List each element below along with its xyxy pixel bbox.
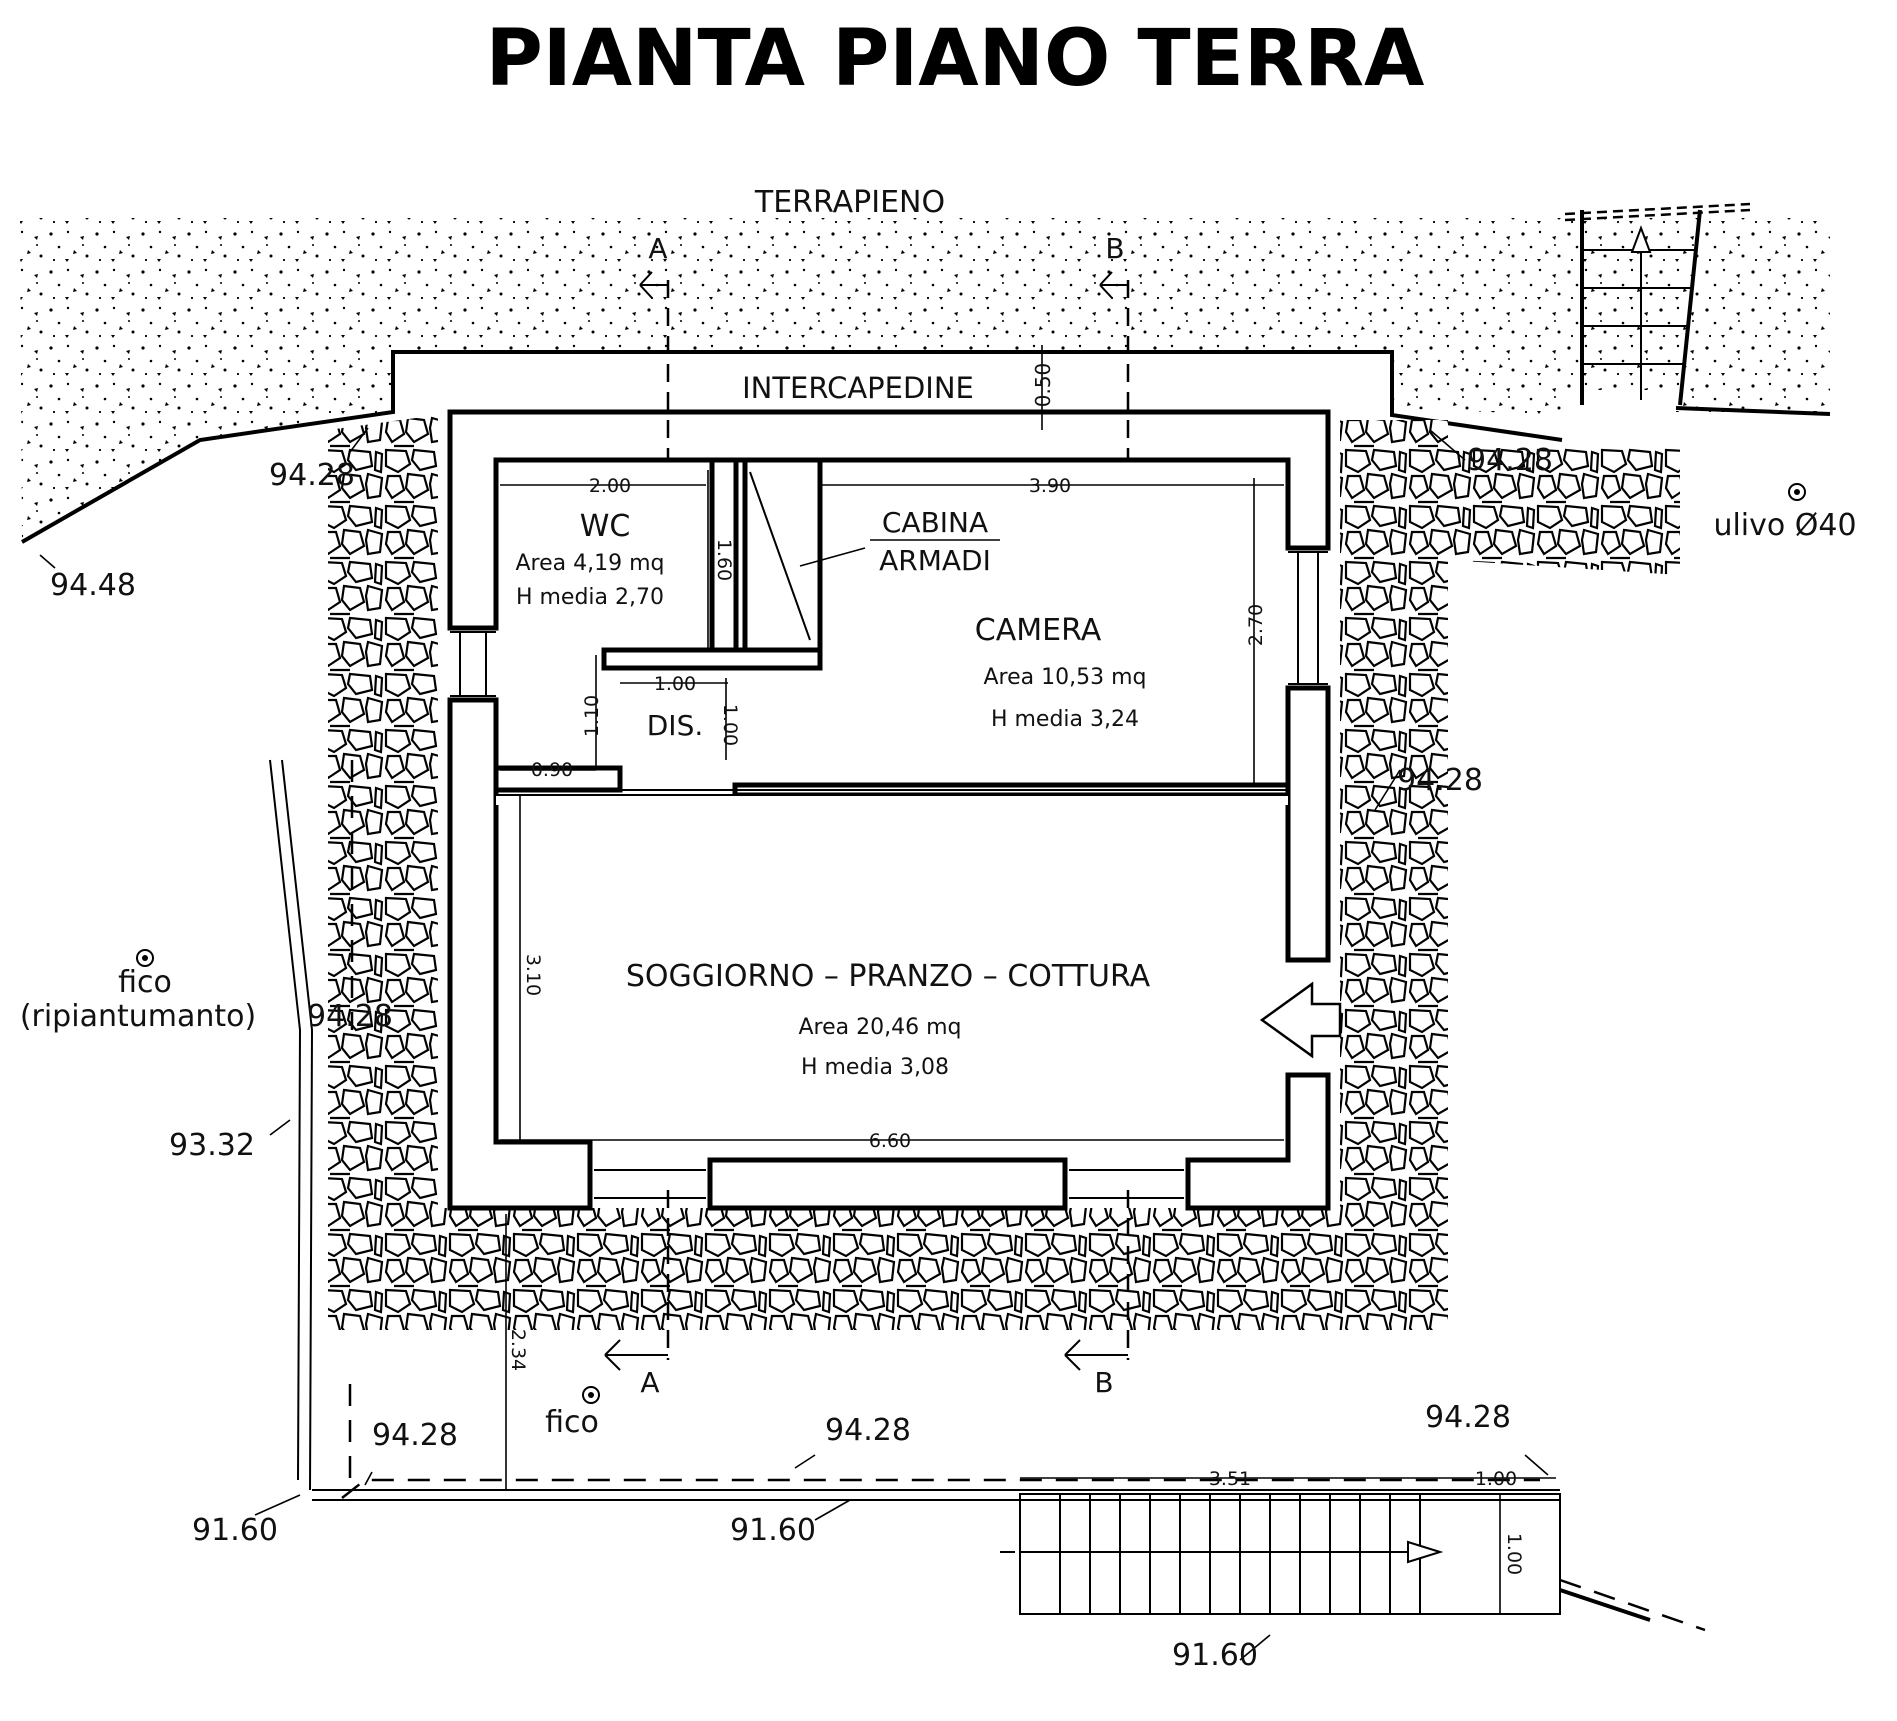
elevation-sw: 93.32 (169, 1128, 255, 1163)
dim-stair-landing: 1.00 (1475, 1468, 1517, 1490)
soggiorno-area: Area 20,46 mq (799, 1015, 962, 1040)
elevation-ground-1: 91.60 (192, 1513, 278, 1548)
page-title: PIANTA PIANO TERRA (486, 14, 1425, 104)
dim-wc-width: 2.00 (589, 475, 631, 497)
dim-stair-width: 1.00 (1503, 1533, 1525, 1575)
elevation-w: 94.28 (307, 999, 393, 1034)
dim-stair-length: 3.51 (1209, 1468, 1251, 1490)
elevation-s2: 94.28 (825, 1413, 911, 1448)
fico-top-label: fico (118, 965, 172, 1000)
dis-label: DIS. (647, 709, 704, 742)
elevation-ne: 94.28 (1467, 443, 1553, 478)
armadi-label: ARMADI (879, 544, 991, 577)
wc-room-name: WC (580, 509, 631, 544)
dim-front-depth: 2.34 (507, 1329, 529, 1371)
wc-height: H media 2,70 (516, 585, 664, 610)
elevation-e: 94.28 (1397, 763, 1483, 798)
ulivo-label: ulivo Ø40 (1713, 508, 1856, 543)
dim-small: 0.90 (531, 759, 573, 781)
section-b-bottom-label: B (1094, 1366, 1113, 1399)
elevation-ground-2: 91.60 (730, 1513, 816, 1548)
soggiorno-height: H media 3,08 (801, 1055, 949, 1080)
dim-camera-depth: 2.70 (1245, 604, 1267, 646)
dim-intercapedine: 0.50 (1031, 363, 1055, 408)
elevation-ground-3: 91.60 (1172, 1638, 1258, 1673)
dim-dis-depth: 1.10 (581, 695, 603, 737)
camera-height: H media 3,24 (991, 707, 1139, 732)
intercapedine-label: INTERCAPEDINE (742, 371, 974, 405)
elevation-s3: 94.28 (1425, 1400, 1511, 1435)
camera-room-name: CAMERA (975, 613, 1102, 648)
section-b-top-label: B (1105, 232, 1124, 265)
dim-camera-width: 3.90 (1029, 475, 1071, 497)
fico-bottom-label: fico (545, 1405, 599, 1440)
section-a-top-label: A (648, 232, 667, 265)
dim-dis-width: 1.00 (654, 673, 696, 695)
soggiorno-room-name: SOGGIORNO – PRANZO – COTTURA (626, 959, 1151, 994)
tree-symbol-icon (136, 483, 1806, 1404)
fico-top-sublabel: (ripiantumanto) (20, 999, 256, 1034)
section-a-bottom-label: A (640, 1366, 659, 1399)
terrapieno-label: TERRAPIENO (754, 185, 945, 220)
dim-wc-depth: 1.60 (713, 539, 735, 581)
dim-soggiorno-depth: 3.10 (522, 954, 544, 996)
elevation-nw-far: 94.48 (50, 568, 136, 603)
elevation-s1: 94.28 (372, 1418, 458, 1453)
wc-area: Area 4,19 mq (516, 551, 665, 576)
elevation-nw: 94.28 (269, 458, 355, 493)
cabina-label: CABINA (882, 506, 988, 539)
camera-area: Area 10,53 mq (984, 665, 1147, 690)
dim-dis-door: 1.00 (719, 704, 741, 746)
dim-soggiorno-width: 6.60 (869, 1130, 911, 1152)
